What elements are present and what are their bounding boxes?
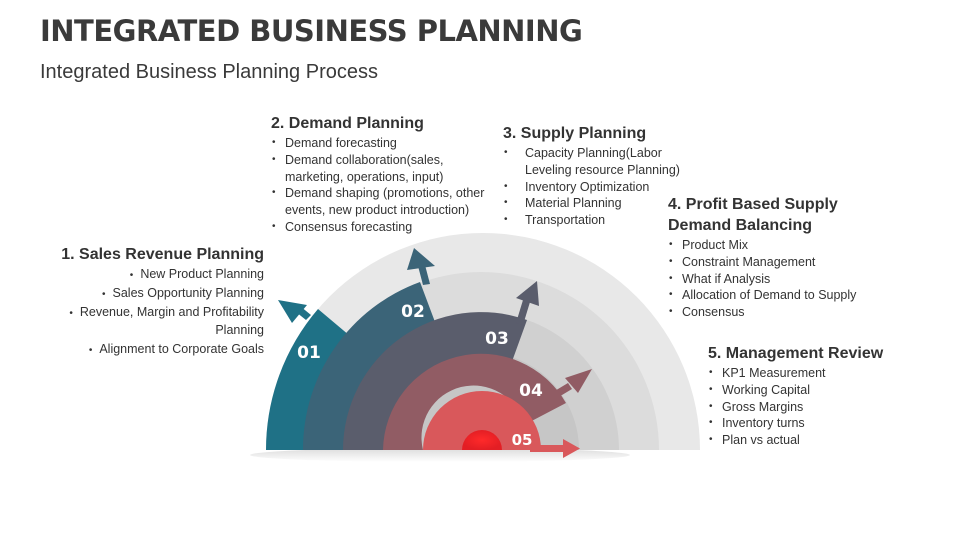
list-item: Revenue, Margin and Profitability <box>40 304 264 323</box>
list-item: Working Capital <box>708 382 908 399</box>
arrow-02 <box>407 248 435 285</box>
list-item: Gross Margins <box>708 399 908 416</box>
list-item: Demand collaboration(sales, marketing, o… <box>271 152 499 186</box>
step-number-05: 05 <box>512 431 533 449</box>
list-item: What if Analysis <box>668 271 868 288</box>
step-3-block: 3. Supply Planning Capacity Planning(Lab… <box>503 123 693 229</box>
step-1-block: 1. Sales Revenue Planning New Product Pl… <box>40 244 264 360</box>
list-item: Alignment to Corporate Goals <box>40 341 264 360</box>
page-title: INTEGRATED BUSINESS PLANNING <box>40 14 583 48</box>
step-number-01: 01 <box>297 343 321 363</box>
segment-03 <box>343 312 527 450</box>
segment-05 <box>423 391 541 450</box>
step-4-block: 4. Profit Based Supply Demand Balancing … <box>668 194 868 321</box>
list-item: Demand forecasting <box>271 135 499 152</box>
arrow-03 <box>516 281 539 325</box>
arrow-01 <box>278 300 311 323</box>
list-item: Allocation of Demand to Supply <box>668 287 868 304</box>
list-item: Capacity Planning(Labor Leveling resourc… <box>503 145 693 179</box>
step-2-block: 2. Demand Planning Demand forecasting De… <box>271 113 499 236</box>
list-item: Plan vs actual <box>708 432 908 449</box>
step-1-list: New Product Planning Sales Opportunity P… <box>40 266 264 360</box>
list-item: Consensus forecasting <box>271 219 499 236</box>
step-4-title: 4. Profit Based Supply Demand Balancing <box>668 196 838 234</box>
list-item: Inventory turns <box>708 415 908 432</box>
list-item: Demand shaping (promotions, other events… <box>271 185 499 219</box>
segment-02 <box>302 282 438 450</box>
list-item: Transportation <box>503 212 693 229</box>
step-3-title: 3. Supply Planning <box>503 125 647 142</box>
page-subtitle: Integrated Business Planning Process <box>40 61 378 83</box>
step-3-list: Capacity Planning(Labor Leveling resourc… <box>503 145 693 229</box>
segment-04 <box>383 353 566 450</box>
step-5-list: KP1 Measurement Working Capital Gross Ma… <box>708 365 908 449</box>
step-number-03: 03 <box>485 329 509 349</box>
list-item: Constraint Management <box>668 254 868 271</box>
step-5-title: 5. Management Review <box>708 345 884 362</box>
list-item: Material Planning <box>503 195 693 212</box>
list-item: Inventory Optimization <box>503 179 693 196</box>
step-number-04: 04 <box>519 381 543 401</box>
step-5-block: 5. Management Review KP1 Measurement Wor… <box>708 343 908 449</box>
step-1-title: 1. Sales Revenue Planning <box>61 246 264 263</box>
step-number-02: 02 <box>401 302 425 322</box>
step-4-list: Product Mix Constraint Management What i… <box>668 237 868 321</box>
arrow-05 <box>530 439 580 458</box>
list-item: Product Mix <box>668 237 868 254</box>
list-item: Planning <box>215 323 264 338</box>
list-item: KP1 Measurement <box>708 365 908 382</box>
list-item: New Product Planning <box>40 266 264 285</box>
step-2-list: Demand forecasting Demand collaboration(… <box>271 135 499 236</box>
step-2-title: 2. Demand Planning <box>271 115 424 132</box>
segment-01 <box>266 309 356 450</box>
center-dot <box>462 430 502 450</box>
arrow-04 <box>548 369 592 401</box>
list-item: Sales Opportunity Planning <box>40 285 264 304</box>
list-item: Consensus <box>668 304 868 321</box>
